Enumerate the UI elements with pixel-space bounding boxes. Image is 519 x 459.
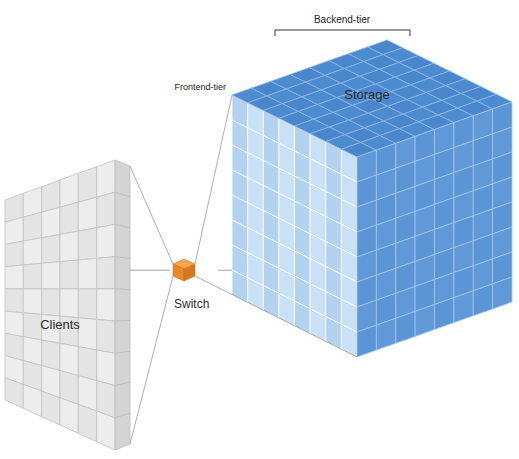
clients-wall-side-cell (115, 192, 130, 228)
clients-wall-cell (97, 319, 115, 353)
fan-line (195, 276, 357, 357)
frontend-tier-face-cell (263, 286, 279, 319)
tier-label: Backend-tier (314, 14, 370, 26)
clients-wall-cell (60, 260, 78, 289)
clients-wall-cell (60, 173, 78, 207)
frontend-tier-face-cell (310, 309, 326, 342)
clients-wall-side-cell (115, 289, 130, 321)
fan-line (130, 276, 173, 444)
clients-wall-cell (97, 257, 115, 289)
clients-wall-cell (5, 217, 23, 244)
clients-wall-side-cell (115, 224, 130, 258)
frontend-tier-face-cell (341, 324, 357, 357)
frontend-tier-face (232, 95, 357, 357)
link-line (130, 270, 170, 271)
clients-wall-cell (5, 265, 23, 289)
frontend-tier-face-cell (295, 301, 311, 334)
storage-right-face-cell (435, 298, 454, 330)
clients-wall-cell (23, 238, 41, 265)
clients-wall-cell (5, 311, 23, 337)
clients-wall-cell (60, 202, 78, 234)
switch-cube-face (184, 264, 195, 281)
tier-label: Frontend-tier (174, 82, 226, 92)
clients-wall (5, 160, 115, 450)
clients-wall-cell (5, 378, 23, 409)
clients-wall-cell (97, 160, 115, 197)
tier-bracket (275, 30, 410, 36)
clients-wall-cell (78, 404, 96, 441)
clients-wall-cell (78, 347, 96, 381)
clients-wall-cell (23, 212, 41, 241)
storage-right-face-cell (357, 325, 376, 357)
clients-wall-side-cell (115, 413, 130, 450)
switch-cube: Switch (170, 254, 218, 314)
clients-wall-side-cell (115, 160, 130, 197)
clients-wall-cell (42, 262, 60, 289)
clients-wall-cell (78, 258, 96, 289)
node-label: Clients (40, 318, 80, 333)
clients-wall-side (115, 160, 130, 450)
clients-wall-side-cell (115, 257, 130, 290)
client-wall: Clients (5, 160, 130, 450)
frontend-tier-face-cell (279, 293, 295, 326)
storage-right-face-cell (396, 311, 415, 343)
storage-right-face-cell (415, 305, 434, 337)
node-label: Switch (174, 298, 209, 312)
switch-cube-face (173, 264, 184, 281)
clients-wall-cell (5, 241, 23, 267)
clients-wall-cell (78, 318, 96, 350)
clients-wall-cell (60, 231, 78, 262)
clients-wall-cell (97, 289, 115, 321)
clients-wall-side-cell (115, 382, 130, 418)
clients-wall-cell (97, 224, 115, 258)
clients-wall-cell (42, 289, 60, 316)
clients-wall-cell (78, 289, 96, 320)
frontend-tier-face-cell (248, 278, 264, 311)
clients-wall-cell (23, 289, 41, 315)
clients-wall-cell (5, 289, 23, 313)
clients-wall-cell (60, 289, 78, 318)
clients-wall-cell (42, 207, 60, 238)
clients-wall-cell (60, 343, 78, 375)
clients-wall-cell (42, 234, 60, 263)
clients-wall-cell (97, 192, 115, 228)
storage-right-face-cell (493, 277, 512, 309)
storage-right-face-cell (376, 318, 395, 350)
node-label: Storage (344, 88, 390, 103)
clients-wall-cell (97, 350, 115, 386)
storage-right-face-cell (473, 284, 492, 316)
clients-wall-side-cell (115, 351, 130, 385)
frontend-tier-face-cell (326, 317, 342, 350)
clients-wall-cell (78, 197, 96, 231)
clients-wall-cell (23, 384, 41, 416)
fan-line (130, 166, 173, 264)
storage-top-face (232, 40, 512, 157)
clients-wall-cell (23, 263, 41, 289)
clients-wall-cell (78, 228, 96, 260)
clients-wall-cell (42, 180, 60, 212)
clients-wall-cell (78, 167, 96, 203)
link-line (218, 270, 232, 271)
clients-wall-side-cell (115, 320, 130, 353)
storage-right-face (357, 102, 512, 357)
clients-wall-cell (23, 313, 41, 340)
storage-right-face-cell (454, 291, 473, 323)
clients-wall-cell (60, 398, 78, 434)
fan-line (195, 95, 232, 264)
frontend-tier-face-cell (232, 270, 248, 303)
clients-wall-cell (42, 391, 60, 425)
clients-wall-cell (97, 411, 115, 450)
storage-cube: Storage (232, 40, 512, 357)
